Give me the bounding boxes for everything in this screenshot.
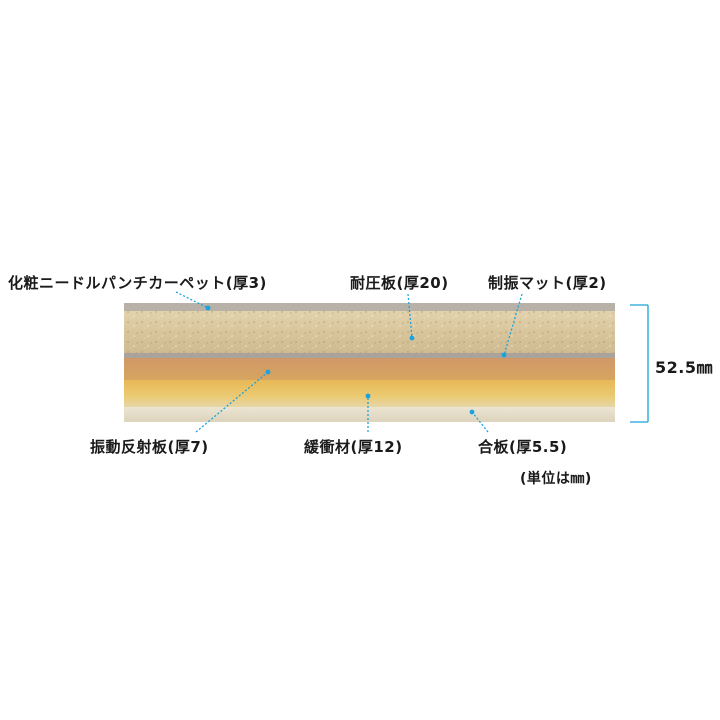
leader-plywood — [471, 411, 489, 433]
layer-pressure-texture — [124, 311, 615, 353]
leader-dot-damping-mat — [501, 352, 507, 358]
leader-carpet — [175, 291, 209, 309]
layer-cushion — [124, 380, 615, 407]
unit-note: (単位は㎜) — [520, 471, 592, 487]
leader-dot-cushion — [365, 393, 371, 399]
leader-pressure-board — [407, 293, 413, 339]
layer-carpet — [124, 303, 615, 311]
layer-damping-mat — [124, 353, 615, 358]
leader-dot-carpet — [205, 305, 211, 311]
label-vibration-board: 振動反射板(厚7) — [90, 438, 209, 456]
leader-damping-mat — [503, 293, 523, 356]
layer-vibration-board — [124, 358, 615, 380]
leader-dot-plywood — [469, 409, 475, 415]
layer-plywood — [124, 407, 615, 422]
label-cushion: 緩衝材(厚12) — [304, 438, 403, 456]
label-plywood: 合板(厚5.5) — [478, 438, 568, 456]
label-pressure-board: 耐圧板(厚20) — [350, 274, 449, 292]
leader-dot-vibration-board — [265, 369, 271, 375]
label-damping-mat: 制振マット(厚2) — [488, 274, 607, 292]
total-thickness: 52.5㎜ — [655, 358, 713, 377]
leader-dot-pressure-board — [409, 335, 415, 341]
dimension-bracket — [630, 304, 649, 423]
label-carpet: 化粧ニードルパンチカーペット(厚3) — [8, 274, 267, 292]
